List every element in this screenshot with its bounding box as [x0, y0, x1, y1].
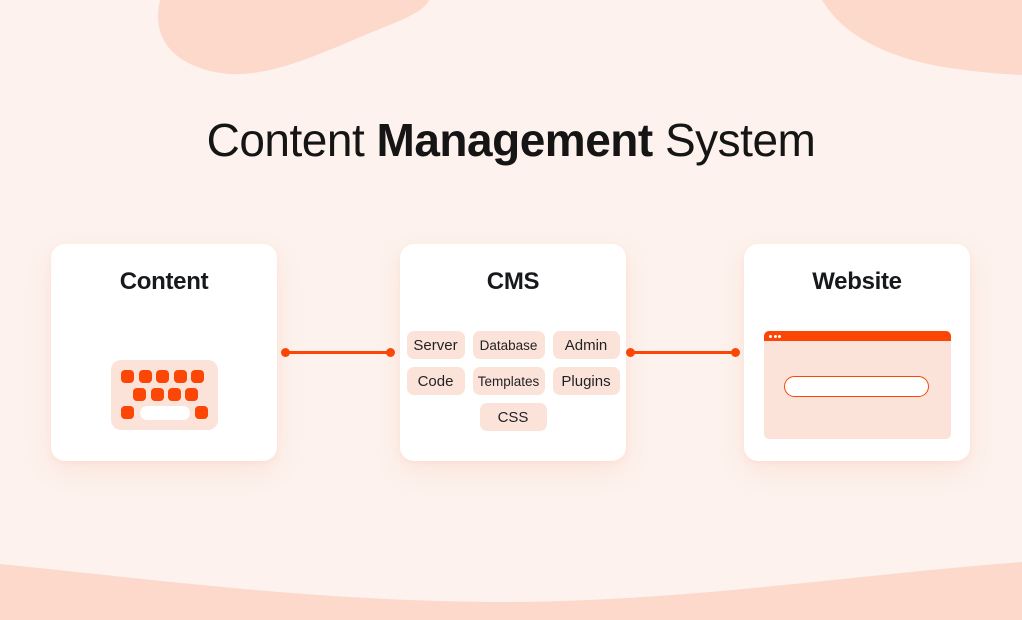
chip-server: Server [406, 331, 465, 359]
keyboard-key [150, 388, 164, 401]
keyboard-key [191, 370, 204, 383]
chip-row: Code Templates Plugins [406, 367, 620, 395]
keyboard-key [173, 370, 187, 383]
page-title: Content Management System [0, 112, 1022, 170]
website-card: Website [744, 244, 970, 461]
keyboard-key [156, 370, 169, 383]
keyboard-key [138, 370, 152, 383]
chip-row: CSS [479, 403, 547, 431]
connector-line [630, 350, 736, 354]
keyboard-key [185, 388, 198, 401]
title-emphasis: Management [376, 114, 654, 166]
keyboard-key [121, 406, 134, 419]
connector-line [285, 350, 391, 354]
connector-cms-to-website [626, 347, 740, 357]
browser-dot-icon [769, 334, 772, 338]
chip-admin: Admin [552, 331, 620, 359]
chip-templates: Templates [472, 367, 545, 395]
cms-chip-group: Server Database Admin Code Templates Plu… [400, 331, 626, 431]
keyboard-key [168, 388, 181, 401]
background-blob-top-right [822, 0, 1022, 75]
keyboard-spacebar [140, 406, 190, 420]
browser-dot-icon [773, 334, 777, 338]
browser-search-bar [784, 376, 929, 397]
cms-card: CMS Server Database Admin Code Templates… [400, 244, 626, 461]
browser-dot-icon [778, 334, 781, 338]
connector-dot [386, 347, 395, 357]
chip-code: Code [406, 367, 465, 395]
cms-card-title: CMS [486, 268, 540, 295]
website-card-title: Website [812, 268, 902, 295]
background-wave-bottom [0, 562, 1022, 620]
keyboard-key [194, 406, 208, 419]
connector-content-to-cms [281, 347, 395, 357]
keyboard-key [133, 388, 146, 401]
browser-window-icon [764, 331, 951, 439]
chip-css: CSS [479, 403, 547, 431]
background-blob-top-left [158, 0, 429, 75]
content-card-title: Content [119, 268, 209, 295]
content-card: Content [51, 244, 277, 461]
browser-titlebar [764, 331, 951, 341]
chip-row: Server Database Admin [406, 331, 620, 359]
keyboard-key [121, 370, 134, 383]
title-suffix: System [664, 114, 816, 166]
connector-dot [731, 347, 740, 357]
chip-plugins: Plugins [552, 367, 620, 395]
title-prefix: Content [206, 114, 365, 166]
chip-database: Database [472, 331, 545, 359]
keyboard-icon [111, 360, 218, 430]
